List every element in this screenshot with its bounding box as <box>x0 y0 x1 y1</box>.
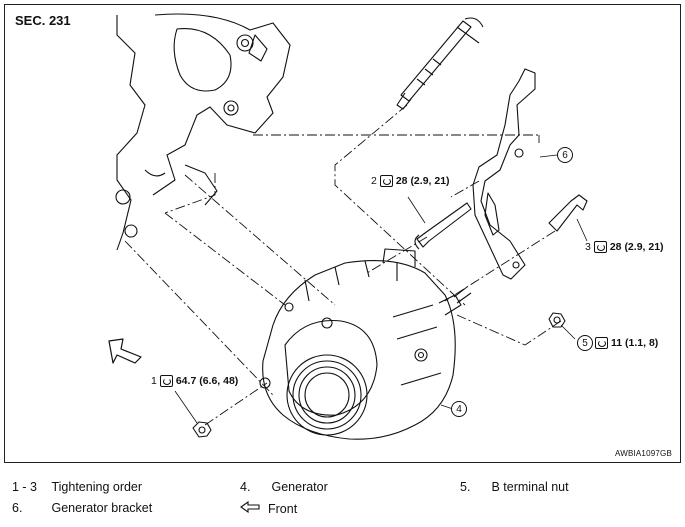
b-terminal-nut <box>548 312 566 328</box>
part-6-marker: 6 <box>557 147 573 163</box>
legend-text: Generator <box>271 480 328 494</box>
assembly-centerlines <box>124 104 562 426</box>
legend-item-1: 1 - 3 Tightening order <box>12 480 142 494</box>
legend-item-4: 4. Generator <box>240 480 328 494</box>
callout-bolt-2: 2 28 (2.9, 21) <box>371 175 450 187</box>
leader-lines <box>174 154 588 424</box>
torque-value: 11 (1.1, 8) <box>611 337 659 349</box>
torque-value: 64.7 (6.6, 48) <box>175 375 239 387</box>
bolt-2 <box>414 202 472 250</box>
generator-bracket <box>472 68 536 280</box>
part-4-marker: 4 <box>451 401 467 417</box>
exploded-view-diagram: SEC. 231 AWBIA1097GB 2 28 (2.9, 21) 3 28… <box>4 4 681 463</box>
bolt-3 <box>548 194 588 232</box>
nut-1 <box>192 421 212 438</box>
torque-icon <box>379 175 393 187</box>
callout-number: 2 <box>371 175 377 187</box>
legend-text: B terminal nut <box>491 480 569 494</box>
front-arrow-icon <box>108 338 142 364</box>
callout-number: 1 <box>151 375 157 387</box>
legend-text: Tightening order <box>51 480 143 494</box>
legend-number: 6. <box>12 501 23 515</box>
torque-value: 28 (2.9, 21) <box>609 241 664 253</box>
torque-icon <box>595 337 608 349</box>
legend-text: Generator bracket <box>51 501 153 515</box>
legend-number: 1 - 3 <box>12 480 38 494</box>
legend-item-front: Front <box>240 500 298 516</box>
legend-number: 4. <box>240 480 251 494</box>
torque-icon <box>159 375 173 387</box>
legend-item-5: 5. B terminal nut <box>460 480 569 494</box>
legend-number: 5. <box>460 480 471 494</box>
callout-number: 3 <box>585 241 591 253</box>
torque-value: 28 (2.9, 21) <box>395 175 450 187</box>
callout-nut-1: 1 64.7 (6.6, 48) <box>151 375 238 387</box>
callout-bolt-3: 3 28 (2.9, 21) <box>585 241 664 253</box>
section-label: SEC. 231 <box>15 13 71 28</box>
legend-item-6: 6. Generator bracket <box>12 501 152 515</box>
engine-block <box>115 13 291 251</box>
long-bolt <box>396 17 484 110</box>
torque-icon <box>593 241 607 253</box>
legend-text: Front <box>268 501 298 516</box>
callout-b-terminal-nut: 11 (1.1, 8) <box>595 337 658 349</box>
front-arrow-icon <box>240 500 268 516</box>
generator <box>259 248 472 440</box>
figure-id: AWBIA1097GB <box>614 449 672 458</box>
diagram-drawing <box>108 13 588 440</box>
part-5-marker: 5 <box>577 335 593 351</box>
